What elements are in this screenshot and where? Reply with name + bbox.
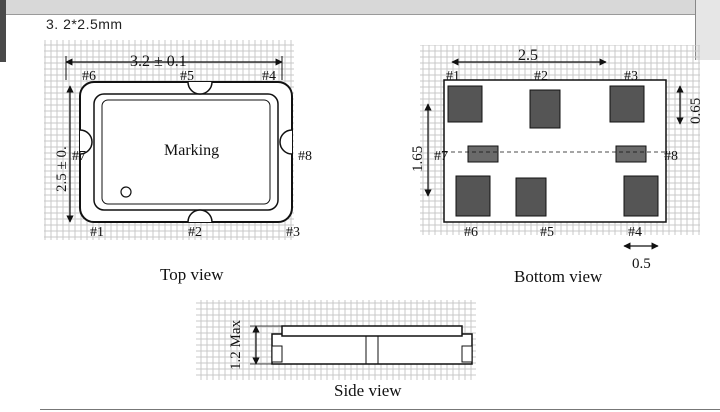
pad-8	[615, 145, 647, 163]
pad-pitch-label: 1.65	[410, 146, 426, 172]
pad-2	[529, 89, 561, 129]
top-view: 3.2 ± 0.1 2.5 ± 0. Marking #6 #5 #4 #7 #…	[54, 53, 312, 284]
top-height-label: 2.5 ± 0.	[54, 146, 70, 192]
top-notch	[187, 81, 213, 95]
top-pin7-label: #7	[72, 149, 86, 164]
marking-label: Marking	[164, 142, 219, 159]
bottom-view: 2.5 0.65 1.65 0.5 #1 #2 #3 #7 #8 #6 #5 #…	[410, 47, 704, 286]
top-pin8-label: #8	[298, 149, 312, 164]
bottom-width-label: 2.5	[518, 47, 538, 64]
top-pin4-label: #4	[262, 69, 276, 84]
bottom-pin3-label: #3	[624, 69, 638, 84]
window-left-edge	[0, 0, 6, 62]
left-notch	[79, 129, 93, 155]
pad-7	[467, 145, 499, 163]
side-view-body	[271, 333, 473, 365]
bottom-pin2-label: #2	[534, 69, 548, 84]
top-pin6-label: #6	[82, 69, 96, 84]
top-view-inner-outline	[93, 93, 279, 211]
top-view-lid	[101, 99, 271, 205]
side-view-terminal-left	[271, 345, 283, 363]
bottom-pin1-label: #1	[446, 69, 460, 84]
side-view-title: Side view	[334, 381, 402, 400]
bottom-pin7-label: #7	[434, 149, 448, 164]
top-view-title: Top view	[160, 265, 224, 284]
bottom-pin6-label: #6	[464, 225, 478, 240]
top-width-label: 3.2 ± 0.1	[130, 53, 187, 70]
side-height-label: 1.2 Max	[228, 320, 244, 370]
pad-1	[447, 85, 483, 123]
pad-6	[455, 175, 491, 217]
top-pin2-label: #2	[188, 225, 202, 240]
bottom-notch	[187, 209, 213, 223]
side-view: 1.2 Max Side view	[228, 320, 473, 400]
side-view-lid	[281, 325, 463, 337]
top-pin5-label: #5	[180, 69, 194, 84]
top-pin1-label: #1	[90, 225, 104, 240]
pin1-indicator-icon	[120, 186, 132, 198]
right-notch	[279, 129, 293, 155]
pad-width-label: 0.5	[632, 256, 651, 272]
top-pin3-label: #3	[286, 225, 300, 240]
side-view-terminal-right	[461, 345, 473, 363]
bottom-view-title: Bottom view	[514, 267, 603, 286]
bottom-pin8-label: #8	[664, 149, 678, 164]
bottom-pin5-label: #5	[540, 225, 554, 240]
window-top-bar	[0, 0, 720, 15]
pad-4	[623, 175, 659, 217]
figure-caption: 3. 2*2.5mm	[46, 16, 123, 32]
pad-height-label: 0.65	[688, 98, 704, 124]
page-bottom-rule	[40, 409, 720, 410]
pad-3	[609, 85, 645, 123]
bottom-pin4-label: #4	[628, 225, 642, 240]
pad-5	[515, 177, 547, 217]
